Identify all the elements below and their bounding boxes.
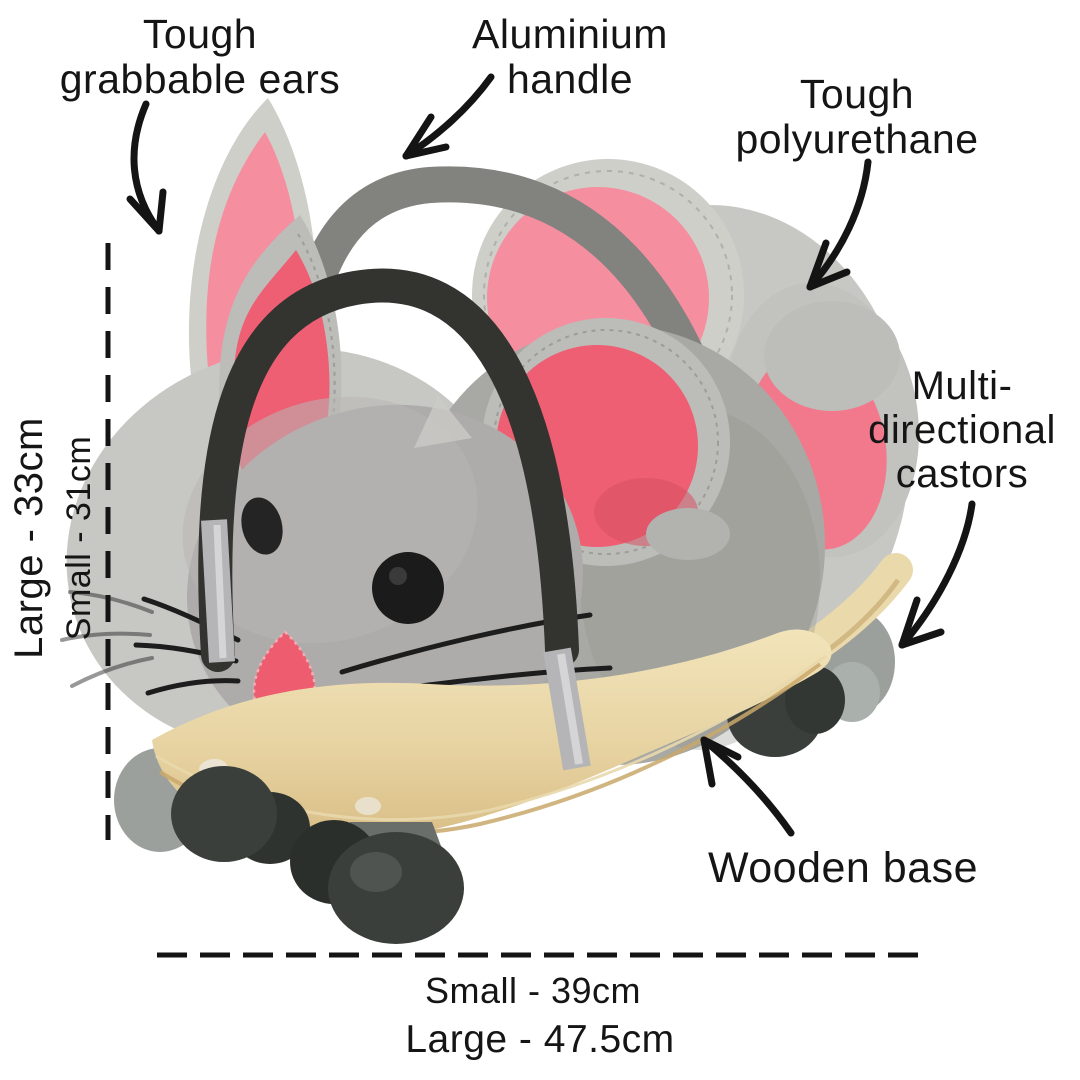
arrow-to-castors	[898, 500, 976, 649]
aluminium-posts	[201, 519, 591, 771]
label-line: Tough	[799, 71, 915, 117]
label-line: Tough	[142, 11, 258, 57]
label-line: directional	[868, 408, 1056, 452]
wood-dowel	[355, 797, 381, 815]
length-label-large: Large - 47.5cm	[405, 1018, 675, 1061]
handle-arc	[198, 268, 579, 672]
right-eye	[372, 552, 444, 624]
label-grabbable-ears: Tough grabbable ears	[28, 11, 372, 103]
left-eye	[241, 497, 283, 555]
height-label-small: Small - 31cm	[60, 435, 98, 641]
height-label-large: Large - 33cm	[7, 417, 51, 659]
head-seam	[414, 396, 472, 448]
label-line: Wooden base	[707, 844, 979, 892]
label-tough-polyurethane: Tough polyurethane	[692, 71, 1022, 163]
label-aluminium-handle: Aluminium handle	[425, 11, 715, 103]
label-line: Multi-	[911, 364, 1013, 408]
arrow-to-ears	[126, 100, 167, 235]
small-toy	[133, 215, 845, 944]
ghost-rear-ear	[725, 282, 919, 558]
arrow-to-wooden-base	[700, 736, 795, 837]
label-line: Aluminium	[472, 11, 668, 57]
label-multi-directional-castors: Multi- directional castors	[838, 364, 1080, 496]
annotation-arrows	[126, 73, 976, 837]
length-label-small: Small - 39cm	[424, 970, 642, 1011]
label-line: polyurethane	[735, 116, 979, 163]
label-wooden-base: Wooden base	[688, 844, 998, 892]
arrow-to-handle	[402, 73, 495, 160]
front-castor-wheels	[171, 766, 464, 944]
arrow-to-polyurethane	[806, 158, 872, 291]
label-line: grabbable ears	[59, 56, 341, 103]
label-line: castors	[895, 452, 1029, 496]
label-line: handle	[506, 56, 634, 103]
handle	[198, 268, 591, 771]
